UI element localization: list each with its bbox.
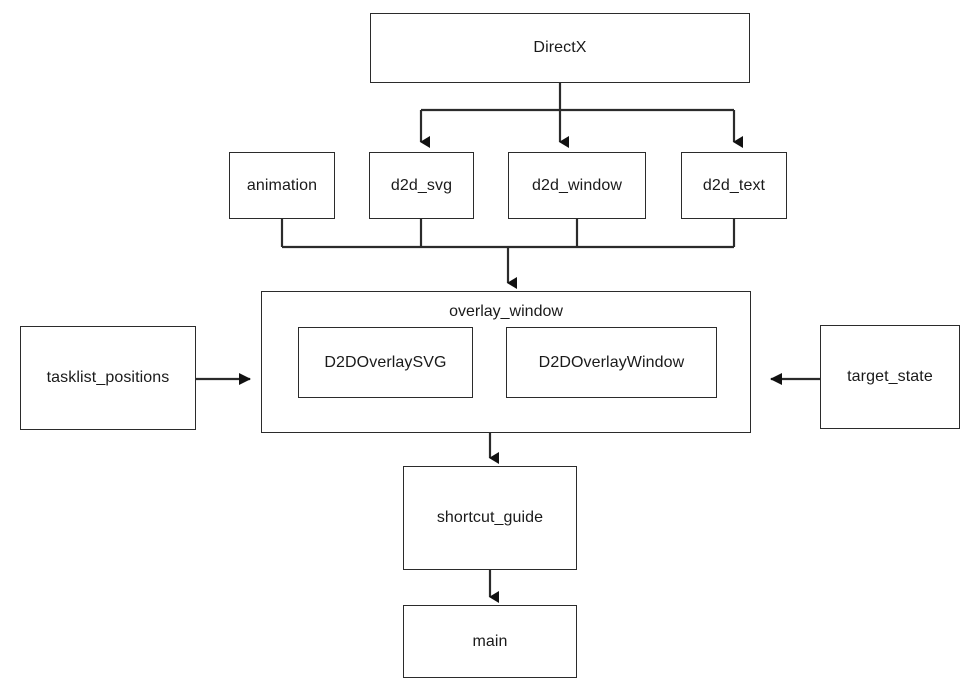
node-main[interactable]: main (403, 605, 577, 678)
node-label: D2DOverlaySVG (324, 353, 447, 371)
node-shortcut-guide[interactable]: shortcut_guide (403, 466, 577, 570)
node-label: d2d_text (702, 176, 766, 194)
node-tasklist-positions[interactable]: tasklist_positions (20, 326, 196, 430)
node-overlay-window-label: overlay_window (449, 303, 563, 320)
node-directx[interactable]: DirectX (370, 13, 750, 83)
node-d2doverlaysvg[interactable]: D2DOverlaySVG (298, 327, 473, 398)
node-animation[interactable]: animation (229, 152, 335, 219)
node-label: animation (246, 176, 318, 194)
node-label: DirectX (533, 39, 587, 57)
node-d2d-window[interactable]: d2d_window (508, 152, 646, 219)
node-d2d-svg[interactable]: d2d_svg (369, 152, 474, 219)
node-label: tasklist_positions (46, 369, 170, 387)
node-label: d2d_window (532, 176, 622, 194)
node-target-state[interactable]: target_state (820, 325, 960, 429)
node-overlay-window[interactable]: overlay_window (261, 291, 751, 433)
node-label: shortcut_guide (436, 509, 544, 527)
node-label: d2d_svg (390, 176, 453, 194)
node-d2d-text[interactable]: d2d_text (681, 152, 787, 219)
node-label: main (472, 632, 508, 650)
node-d2doverlaywindow[interactable]: D2DOverlayWindow (506, 327, 717, 398)
node-label: D2DOverlayWindow (538, 353, 685, 371)
node-label: target_state (847, 368, 933, 386)
